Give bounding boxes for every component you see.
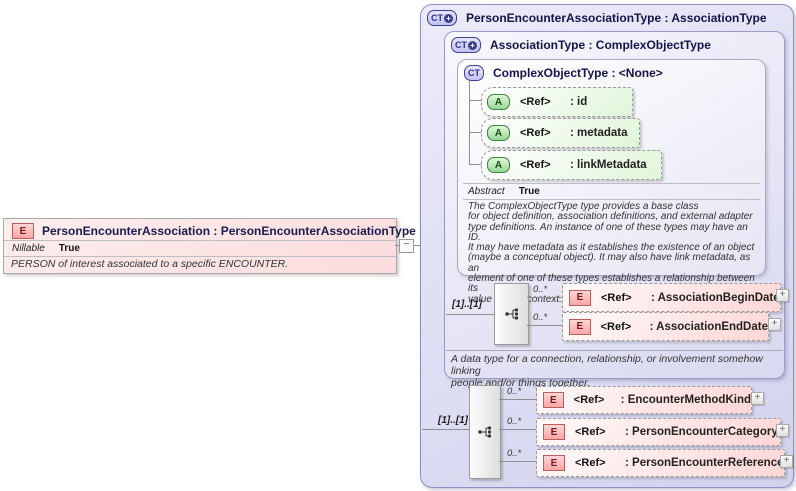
cardinality-label: [1]..[1] (452, 299, 482, 310)
element-node-encounter-method-kind[interactable]: E <Ref> : EncounterMethodKind (536, 386, 752, 414)
occurrence-label: 0..* (507, 416, 522, 427)
sequence-compositor[interactable] (469, 385, 501, 479)
element-icon: E (569, 289, 591, 306)
attribute-icon: A (487, 94, 510, 110)
element-node-person-encounter-reference[interactable]: E <Ref> : PersonEncounterReference (536, 449, 785, 477)
node-title: PersonEncounterAssociation : PersonEncou… (42, 224, 416, 238)
connector-line (499, 399, 536, 400)
attribute-node-link-metadata[interactable]: A <Ref> : linkMetadata (481, 150, 662, 180)
connector-line (446, 314, 494, 315)
sequence-icon (478, 426, 492, 438)
occurrence-label: 0..* (507, 448, 522, 459)
sequence-icon (504, 308, 518, 320)
connector-line (527, 325, 562, 326)
connector-line (469, 132, 481, 133)
attribute-ref: <Ref> (520, 159, 551, 171)
type-title: PersonEncounterAssociationType : Associa… (466, 11, 767, 25)
attribute-name: : id (570, 96, 588, 108)
complex-type-icon: CT+ (427, 10, 457, 26)
attribute-node-id[interactable]: A <Ref> : id (481, 87, 633, 117)
type-box-association-type: CT+ AssociationType : ComplexObjectType … (444, 31, 789, 389)
nillable-value: True (58, 243, 80, 254)
derived-plus-icon: + (468, 40, 477, 50)
element-icon: E (12, 223, 34, 239)
element-ref: <Ref> (601, 291, 632, 304)
connector-line (527, 297, 562, 298)
element-ref: <Ref> (575, 426, 606, 438)
expand-button[interactable]: + (751, 392, 764, 405)
element-name: : EncounterMethodKind (620, 394, 751, 406)
type-title: ComplexObjectType : <None> (493, 66, 663, 80)
abstract-value: True (518, 186, 540, 197)
element-name: : AssociationBeginDate (651, 291, 780, 304)
element-node-person-encounter-category[interactable]: E <Ref> : PersonEncounterCategory (536, 418, 781, 446)
occurrence-label: 0..* (533, 312, 548, 323)
connector-line (469, 79, 470, 164)
complex-type-icon: CT+ (451, 37, 481, 53)
type-box-person-encounter-association-type: CT+ PersonEncounterAssociationType : Ass… (420, 4, 794, 488)
element-icon: E (543, 424, 565, 440)
attribute-icon: A (487, 157, 510, 173)
occurrence-label: 0..* (507, 386, 522, 397)
connector-line (499, 461, 536, 462)
connector-line (422, 429, 469, 430)
occurrence-label: 0..* (533, 284, 548, 295)
attribute-node-metadata[interactable]: A <Ref> : metadata (481, 118, 640, 148)
element-name: : PersonEncounterCategory (625, 426, 778, 438)
node-annotation: PERSON of interest associated to a speci… (11, 258, 289, 270)
element-ref: <Ref> (573, 394, 605, 406)
element-name: : AssociationEndDate (649, 320, 768, 333)
expand-button[interactable]: + (768, 318, 781, 331)
sequence-compositor[interactable] (494, 283, 529, 345)
expand-button[interactable]: + (776, 289, 789, 302)
element-icon: E (543, 455, 565, 471)
node-person-encounter-association[interactable]: E PersonEncounterAssociation : PersonEnc… (3, 218, 416, 274)
element-ref: <Ref> (600, 320, 632, 333)
expand-button[interactable]: + (780, 455, 793, 468)
element-ref: <Ref> (575, 457, 606, 469)
abstract-label: Abstract (468, 186, 505, 197)
attribute-ref: <Ref> (520, 127, 551, 139)
connector-line (469, 164, 481, 165)
type-title: AssociationType : ComplexObjectType (490, 38, 711, 52)
connector-line (499, 429, 536, 430)
collapse-toggle[interactable]: − (399, 239, 414, 253)
element-node-association-begin-date[interactable]: E <Ref> : AssociationBeginDate (562, 283, 781, 312)
element-node-association-end-date[interactable]: E <Ref> : AssociationEndDate (562, 312, 769, 341)
complex-type-icon: CT (464, 65, 484, 81)
attribute-name: : linkMetadata (570, 159, 647, 171)
type-annotation: A data type for a connection, relationsh… (451, 353, 763, 389)
attribute-name: : metadata (570, 127, 628, 139)
expand-button[interactable]: + (776, 424, 789, 437)
connector-line (469, 100, 481, 101)
attribute-ref: <Ref> (520, 96, 551, 108)
element-icon: E (543, 392, 564, 408)
element-name: : PersonEncounterReference (625, 457, 784, 469)
element-icon: E (569, 318, 591, 335)
attribute-icon: A (487, 125, 510, 141)
derived-plus-icon: + (444, 13, 453, 23)
cardinality-label: [1]..[1] (438, 415, 468, 426)
nillable-label: Nillable (12, 243, 45, 254)
type-box-complex-object-type: CT ComplexObjectType : <None> A <Ref> : … (457, 59, 766, 304)
